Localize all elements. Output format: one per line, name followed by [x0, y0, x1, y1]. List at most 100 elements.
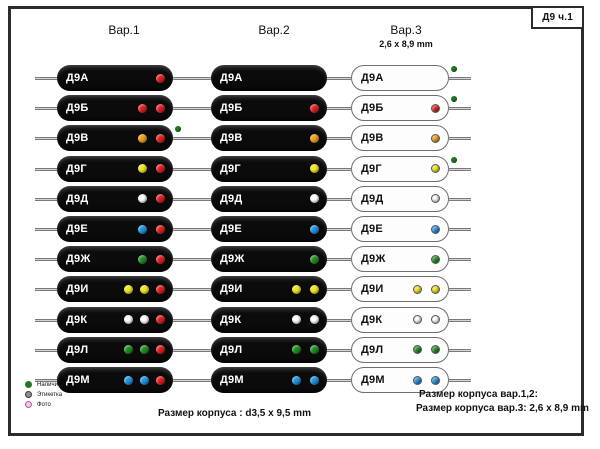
diode-label: Д9Е — [220, 223, 242, 235]
legend-item-label: Наличие — [37, 381, 62, 388]
diode-body: Д9Б — [211, 95, 327, 122]
diode-lead-right — [173, 318, 195, 322]
color-band-yellow — [310, 284, 319, 294]
diode-label: Д9К — [220, 313, 242, 326]
color-band-red — [156, 284, 165, 294]
diode-var2: Д9А — [189, 65, 349, 91]
diode-lead-right — [449, 348, 471, 352]
legend-item-label: Фото — [37, 401, 51, 408]
diode-var2: Д9К — [189, 306, 349, 333]
diode-lead-left — [329, 77, 351, 80]
diode-lead-right — [173, 288, 195, 292]
diode-color-bands — [292, 276, 319, 302]
color-band-yellow — [292, 284, 301, 294]
diode-lead-right — [449, 379, 471, 382]
diode-body: Д9Л — [351, 336, 449, 363]
color-band-white — [140, 315, 149, 325]
column-header-var3: Вар.3 2,6 x 8,9 mm — [341, 23, 471, 49]
diode-body: Д9И — [211, 276, 327, 303]
diode-label: Д9В — [361, 132, 384, 145]
diode-var3: Д9В — [329, 125, 471, 152]
note-size-var3-line1: Размер корпуса вар.1,2: — [419, 389, 538, 400]
color-band-white — [292, 315, 301, 325]
color-band-blue — [413, 375, 422, 385]
diode-lead-left — [35, 379, 57, 382]
legend-item: Этикетка — [25, 391, 62, 398]
diode-color-bands — [310, 216, 319, 242]
diode-body: Д9Ж — [57, 246, 173, 273]
availability-marker-icon — [451, 66, 457, 72]
diode-label: Д9Е — [361, 223, 383, 235]
diode-lead-left — [189, 107, 211, 111]
diode-lead-right — [173, 197, 195, 201]
color-band-blue — [310, 375, 319, 385]
diode-var2: Д9Г — [189, 155, 349, 182]
diode-row: Д9Ж Д9Ж Д9Ж — [11, 246, 581, 273]
color-band-blue — [292, 375, 301, 385]
diode-body: Д9А — [57, 65, 173, 91]
diode-color-bands — [431, 247, 440, 271]
diode-lead-left — [35, 77, 57, 80]
diode-lead-right — [449, 137, 471, 141]
diode-var3: Д9Л — [329, 336, 471, 363]
color-band-red — [156, 254, 165, 264]
diode-color-bands — [292, 337, 319, 363]
diode-lead-left — [35, 197, 57, 201]
color-band-hollow — [413, 315, 422, 325]
color-band-red — [156, 164, 165, 174]
color-band-blue — [431, 375, 440, 385]
diode-var2: Д9Е — [189, 216, 349, 242]
color-band-blue — [310, 224, 319, 234]
color-band-green — [431, 254, 440, 264]
diode-lead-right — [449, 228, 471, 231]
color-band-red — [156, 103, 165, 113]
diode-lead-right — [173, 107, 195, 111]
diode-body: Д9К — [351, 306, 449, 333]
diode-lead-left — [329, 137, 351, 141]
diode-color-bands — [310, 156, 319, 182]
drawing-frame: Д9 ч.1 Вар.1 Вар.2 Вар.3 2,6 x 8,9 mm Д9… — [8, 6, 589, 436]
diode-color-bands — [431, 126, 440, 150]
diode-var1: Д9М — [35, 367, 195, 393]
diode-label: Д9Ж — [220, 253, 245, 266]
diode-var1: Д9К — [35, 306, 195, 333]
diode-label: Д9Е — [66, 223, 88, 235]
color-band-yellow — [124, 284, 133, 294]
color-band-red — [156, 375, 165, 385]
diode-var3: Д9М — [329, 367, 471, 393]
diode-label: Д9Д — [66, 192, 89, 205]
diode-color-bands — [431, 157, 440, 181]
diode-color-bands — [138, 186, 165, 212]
legend-item: Наличие — [25, 381, 62, 388]
diode-var3: Д9Ж — [329, 246, 471, 273]
diode-body: Д9Г — [351, 155, 449, 182]
diode-lead-right — [173, 228, 195, 231]
color-band-white — [124, 315, 133, 325]
color-band-red — [156, 73, 165, 83]
diode-var1: Д9Ж — [35, 246, 195, 273]
diode-lead-left — [189, 379, 211, 382]
legend-marker-icon — [25, 391, 32, 398]
diode-lead-right — [173, 77, 195, 80]
diode-lead-right — [173, 258, 195, 262]
color-band-yellow — [310, 164, 319, 174]
diode-body: Д9В — [211, 125, 327, 152]
color-band-white — [138, 194, 147, 204]
diode-lead-right — [173, 167, 195, 171]
diode-color-bands — [413, 338, 440, 362]
column-header-var3-title: Вар.3 — [390, 23, 422, 37]
diode-lead-left — [35, 258, 57, 262]
column-header-var2: Вар.2 — [209, 23, 339, 37]
diode-body: Д9Д — [351, 185, 449, 212]
diode-lead-left — [329, 107, 351, 111]
diode-var1: Д9Е — [35, 216, 195, 242]
diode-lead-right — [449, 197, 471, 201]
diode-label: Д9Б — [66, 102, 89, 115]
diode-body: Д9Г — [57, 155, 173, 182]
diode-lead-left — [189, 318, 211, 322]
diode-var3: Д9Е — [329, 216, 471, 242]
diode-var3: Д9К — [329, 306, 471, 333]
